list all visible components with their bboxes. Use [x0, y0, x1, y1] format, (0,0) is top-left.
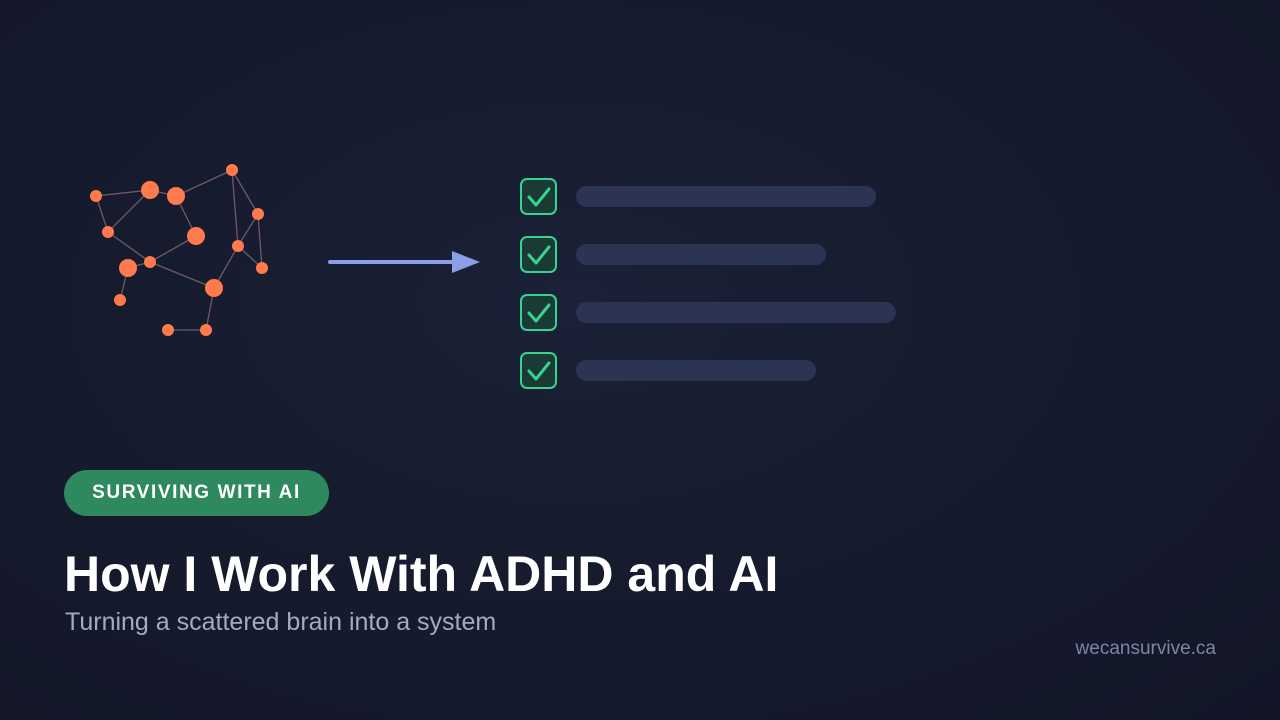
network-node	[252, 208, 264, 220]
arrow-head	[452, 251, 480, 273]
network-edge	[107, 231, 151, 263]
checklist-item-line	[576, 186, 876, 207]
checklist-item	[520, 294, 896, 331]
checklist	[520, 178, 896, 389]
site-url: wecansurvive.ca	[1075, 638, 1216, 659]
checkbox-checked-icon	[520, 236, 557, 273]
network-node	[114, 294, 126, 306]
network-edge	[231, 169, 239, 247]
page-subtitle: Turning a scattered brain into a system	[65, 608, 497, 636]
network-edge	[237, 213, 259, 247]
network-edge	[107, 189, 151, 233]
network-node	[141, 181, 159, 199]
check-mark-icon	[527, 187, 551, 207]
checkbox-checked-icon	[520, 294, 557, 331]
check-mark-icon	[527, 361, 551, 381]
network-edge	[175, 169, 233, 197]
network-node	[200, 324, 212, 336]
network-node	[90, 190, 102, 202]
network-node	[187, 227, 205, 245]
network-edge	[95, 195, 109, 233]
network-edge	[231, 169, 259, 215]
check-mark-icon	[527, 245, 551, 265]
right-arrow-icon	[328, 251, 480, 273]
network-node	[119, 259, 137, 277]
hero-illustration	[90, 164, 896, 389]
scattered-network-icon	[90, 164, 268, 336]
checklist-item-line	[576, 360, 816, 381]
network-node	[226, 164, 238, 176]
network-node	[144, 256, 156, 268]
category-badge: SURVIVING WITH AI	[64, 470, 329, 516]
network-edge	[95, 189, 151, 197]
check-mark-icon	[527, 303, 551, 323]
checklist-item	[520, 178, 876, 215]
checklist-item	[520, 352, 816, 389]
checklist-item-line	[576, 244, 826, 265]
network-node	[205, 279, 223, 297]
checkbox-checked-icon	[520, 178, 557, 215]
page-title: How I Work With ADHD and AI	[64, 546, 779, 602]
network-edge	[257, 213, 263, 269]
category-badge-label: SURVIVING WITH AI	[92, 482, 301, 503]
network-node	[256, 262, 268, 274]
network-edge	[149, 261, 215, 289]
checkbox-checked-icon	[520, 352, 557, 389]
network-node	[162, 324, 174, 336]
network-node	[102, 226, 114, 238]
network-node	[167, 187, 185, 205]
checklist-item-line	[576, 302, 896, 323]
network-node	[232, 240, 244, 252]
checklist-item	[520, 236, 826, 273]
